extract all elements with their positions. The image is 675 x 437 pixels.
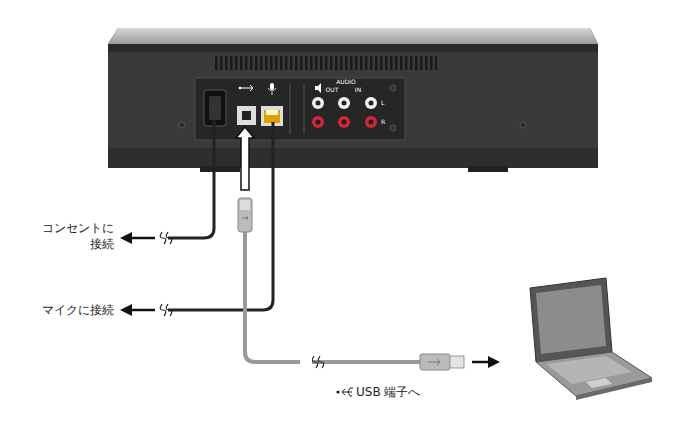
usb-icon — [336, 388, 353, 396]
rca-jacks — [312, 97, 377, 128]
break-marks — [160, 232, 324, 368]
panel-label: AUDIO — [336, 79, 356, 85]
laptop — [530, 278, 652, 400]
panel-label: R — [381, 119, 385, 125]
connection-label: コンセントに 接続 — [32, 220, 114, 252]
connection-label: マイクに接続 — [42, 302, 114, 318]
connection-label: USB 端子へ — [356, 384, 420, 400]
device-body — [108, 28, 598, 172]
direction-arrows — [120, 232, 500, 368]
panel-label: OUT — [326, 87, 339, 93]
usb-b-plug — [236, 127, 254, 232]
rear-panel — [195, 78, 405, 140]
usb-a-plug — [420, 354, 464, 370]
cables — [168, 120, 432, 362]
panel-label: L — [381, 100, 384, 106]
panel-label: IN — [355, 87, 361, 93]
